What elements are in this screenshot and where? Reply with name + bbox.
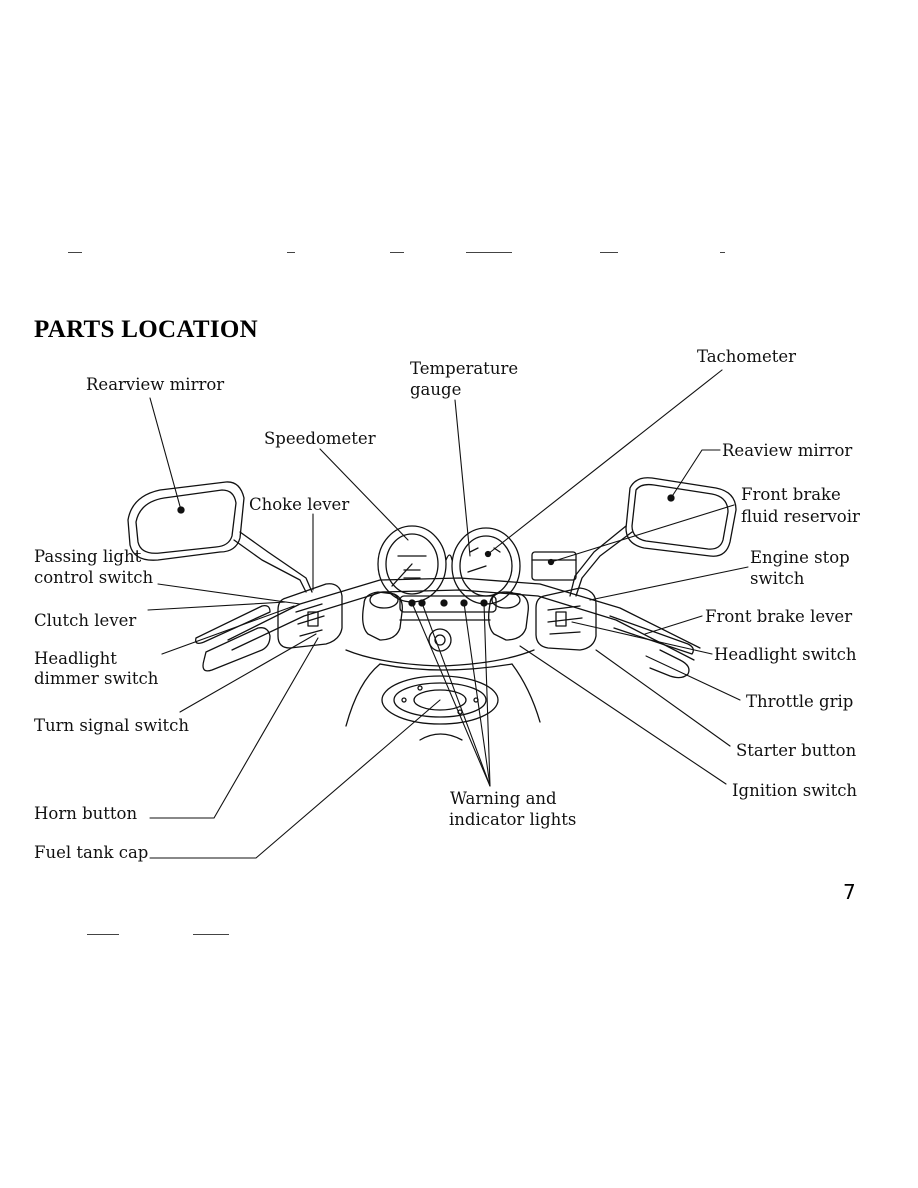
fork-clamp-drawing bbox=[345, 591, 535, 667]
label-throttle-grip: Throttle grip bbox=[746, 692, 854, 711]
left-mirror-drawing bbox=[127, 481, 313, 593]
label-passing-light-line2: control switch bbox=[34, 568, 154, 587]
handlebar-drawing bbox=[195, 551, 701, 679]
label-headlight-switch: Headlight switch bbox=[714, 645, 857, 664]
page-number: 7 bbox=[843, 880, 856, 904]
header-rule bbox=[68, 252, 82, 253]
label-engine-stop-line1: Engine stop bbox=[750, 548, 850, 567]
label-front-brake-lever: Front brake lever bbox=[705, 607, 853, 626]
header-rule bbox=[600, 252, 618, 253]
header-rule bbox=[287, 252, 295, 253]
label-tachometer: Tachometer bbox=[697, 347, 797, 366]
label-temperature-gauge-line1: Temperature bbox=[410, 359, 519, 378]
header-rule bbox=[720, 252, 725, 253]
label-speedometer: Speedometer bbox=[264, 429, 376, 448]
label-rearview-mirror: Rearview mirror bbox=[86, 375, 225, 394]
label-ignition-switch: Ignition switch bbox=[732, 781, 858, 800]
label-temperature-gauge-line2: gauge bbox=[410, 380, 462, 399]
label-engine-stop-line2: switch bbox=[750, 569, 805, 588]
right-mirror-drawing bbox=[569, 477, 737, 597]
label-turn-signal-switch: Turn signal switch bbox=[34, 716, 190, 735]
label-front-brake-fluid-line2: fluid reservoir bbox=[741, 507, 860, 526]
label-warning-lights-line2: indicator lights bbox=[449, 810, 577, 829]
label-front-brake-fluid-line1: Front brake bbox=[741, 485, 841, 504]
label-horn-button: Horn button bbox=[34, 804, 138, 823]
label-choke-lever: Choke lever bbox=[249, 495, 350, 514]
label-reaview-mirror: Reaview mirror bbox=[722, 441, 853, 460]
gauge-cluster-drawing bbox=[377, 525, 521, 613]
label-fuel-tank-cap: Fuel tank cap bbox=[34, 843, 149, 862]
footer-rule bbox=[193, 934, 229, 935]
footer-rule bbox=[87, 934, 119, 935]
label-headlight-dimmer-line1: Headlight bbox=[34, 649, 117, 668]
label-clutch-lever: Clutch lever bbox=[34, 611, 137, 630]
label-passing-light-line1: Passing light bbox=[34, 547, 142, 566]
header-rule bbox=[466, 252, 512, 253]
label-warning-lights-line1: Warning and bbox=[450, 789, 557, 808]
label-starter-button: Starter button bbox=[736, 741, 857, 760]
page-title: PARTS LOCATION bbox=[34, 316, 258, 343]
label-headlight-dimmer-line2: dimmer switch bbox=[34, 669, 159, 688]
header-rule bbox=[390, 252, 404, 253]
fuel-tank-drawing bbox=[345, 663, 541, 741]
leader-lines bbox=[147, 369, 749, 859]
